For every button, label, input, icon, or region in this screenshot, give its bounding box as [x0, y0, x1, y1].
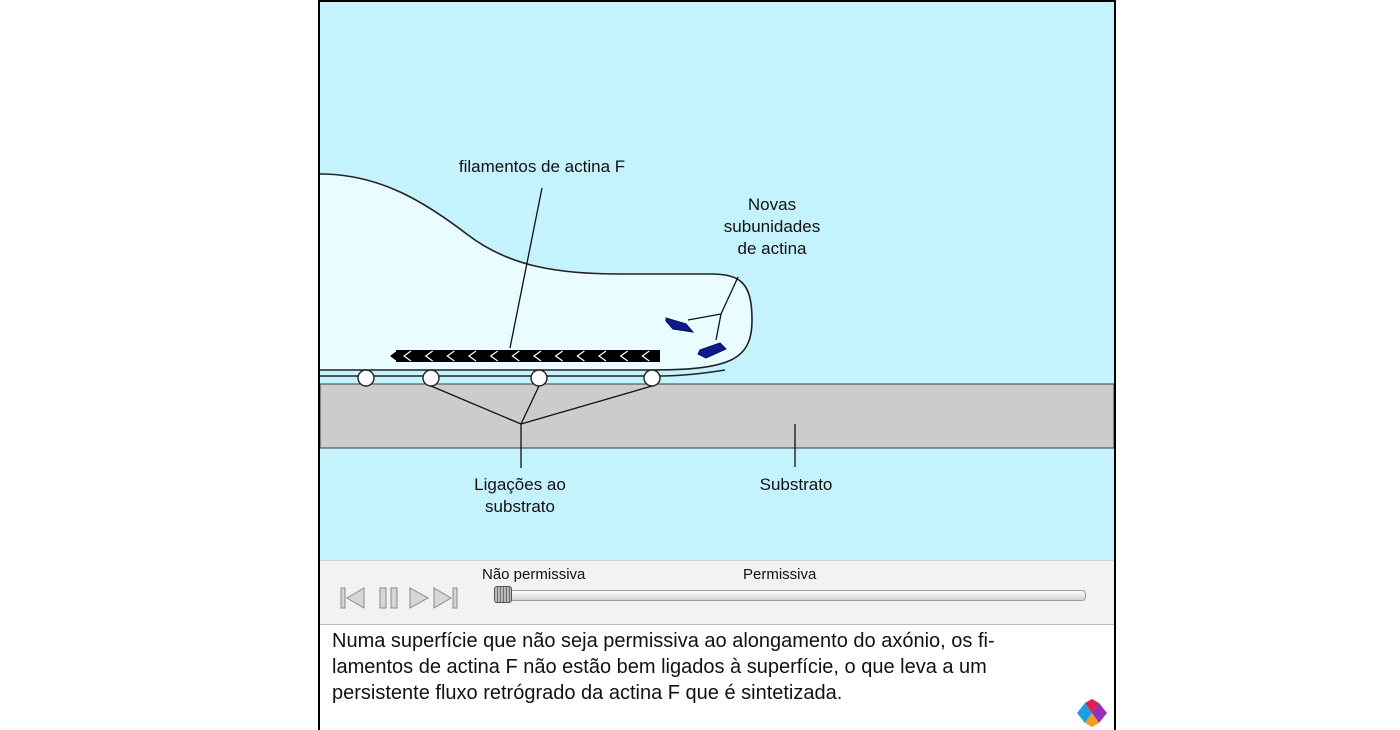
leader-adhesion-2: [520, 385, 540, 425]
actin-monomer: [554, 350, 564, 362]
label-adhesions-line-1: Ligações ao: [474, 475, 566, 494]
brand-logo-icon: [1077, 699, 1107, 727]
actin-monomer: [576, 350, 585, 362]
label-actin-filaments: filamentos de actina F: [458, 157, 626, 176]
substrate-band: [320, 383, 1114, 449]
leader-adhesion-3: [520, 385, 653, 425]
label-new-subunits: Novas subunidades de actina: [702, 194, 842, 260]
label-new-subunits-line-1: Novas: [747, 195, 797, 214]
actin-filament-tip: [390, 350, 398, 362]
actin-monomer: [641, 350, 650, 362]
adhesion-point-2: [422, 369, 440, 387]
leader-subunits-a: [720, 276, 739, 315]
pause-icon[interactable]: [378, 587, 400, 609]
actin-monomer: [619, 350, 629, 362]
actin-monomer: [402, 350, 412, 362]
scale-label-permissive: Permissiva: [743, 566, 817, 583]
skip-back-icon[interactable]: [340, 587, 366, 609]
actin-monomer: [597, 350, 607, 362]
actin-monomer: [489, 350, 499, 362]
caption-line: Numa superfície que não seja permissiva …: [332, 630, 995, 652]
growth-cone-diagram: [320, 173, 1114, 468]
leader-subunits-c: [715, 313, 722, 341]
actin-subunit-2: [697, 342, 727, 359]
caption-line: persistente fluxo retrógrado da actina F…: [332, 682, 843, 704]
growth-cone-membrane: [320, 173, 753, 371]
animation-controls: Não permissiva Permissiva: [320, 560, 1114, 625]
leader-adhesion-1: [430, 385, 522, 425]
adhesion-point-1: [357, 369, 375, 387]
membrane-base: [320, 369, 726, 377]
leader-filament: [509, 187, 543, 349]
label-substrate: Substrato: [759, 475, 833, 494]
actin-monomer: [424, 350, 434, 362]
caption-line: lamentos de actina F não estão bem ligad…: [332, 656, 987, 678]
actin-monomer: [532, 350, 542, 362]
label-adhesions-line-2: substrato: [485, 497, 555, 516]
label-new-subunits-line-2: subunidades: [723, 217, 821, 236]
play-icon[interactable]: [408, 587, 430, 609]
scale-label-non-permissive: Não permissiva: [482, 566, 586, 583]
permissiveness-slider-track[interactable]: [494, 590, 1086, 601]
caption-text: Numa superfície que não seja permissiva …: [332, 628, 1102, 706]
adhesion-point-3: [530, 369, 548, 387]
label-new-subunits-line-3: de actina: [737, 239, 807, 258]
adhesion-point-4: [643, 369, 661, 387]
animation-frame: filamentos de actina F Novas subunidades…: [318, 0, 1116, 730]
actin-monomer: [446, 350, 455, 362]
skip-forward-icon[interactable]: [432, 587, 460, 609]
actin-subunit-1: [665, 317, 695, 333]
actin-monomer: [467, 350, 477, 362]
permissiveness-slider-thumb[interactable]: [494, 586, 512, 603]
diagram-stage: filamentos de actina F Novas subunidades…: [320, 2, 1114, 560]
actin-filament-body: [396, 350, 660, 362]
label-adhesions: Ligações ao substrato: [450, 474, 590, 518]
leader-subunits-b: [687, 313, 722, 321]
actin-monomer: [511, 350, 520, 362]
actin-filament: [390, 350, 660, 362]
